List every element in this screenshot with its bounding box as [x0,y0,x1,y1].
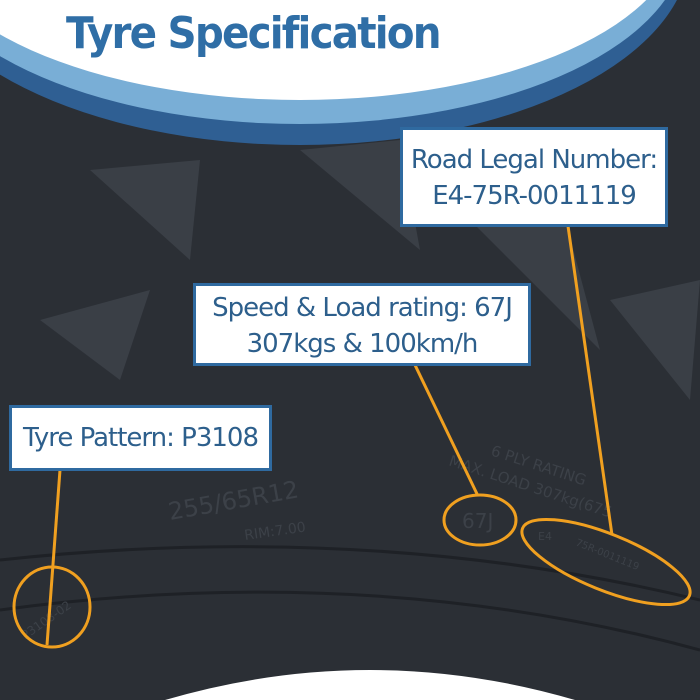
bead-ridge [0,590,700,652]
speed-load-value: 307kgs & 100km/h [246,329,479,359]
wheel-hole [165,670,575,700]
road-legal-callout: Road Legal Number: E4-75R-0011119 [400,127,668,227]
callout-lines [12,225,692,649]
page-title: Tyre Specification [66,8,442,59]
speed-highlight-ring [442,493,518,547]
speed-load-label: Speed & Load rating: 67J [212,293,513,323]
pattern-callout-line [45,469,62,646]
tread-lugs [40,140,700,400]
pattern-callout: Tyre Pattern: P3108 [9,405,272,471]
pattern-highlight-ring [12,565,92,649]
road-legal-value: E4-75R-0011119 [432,181,637,211]
road-legal-label: Road Legal Number: [410,145,658,175]
sidewall-ridge [0,545,700,602]
speed-callout-line [413,364,480,497]
pattern-label: Tyre Pattern: P3108 [22,423,259,453]
speed-code-marking: 67J [462,509,493,533]
speed-load-callout: Speed & Load rating: 67J 307kgs & 100km/… [193,283,531,366]
header-banner [0,0,677,145]
e-mark: E4 [538,530,552,543]
road-legal-highlight-ring [520,517,692,607]
road-legal-callout-line [566,225,614,536]
